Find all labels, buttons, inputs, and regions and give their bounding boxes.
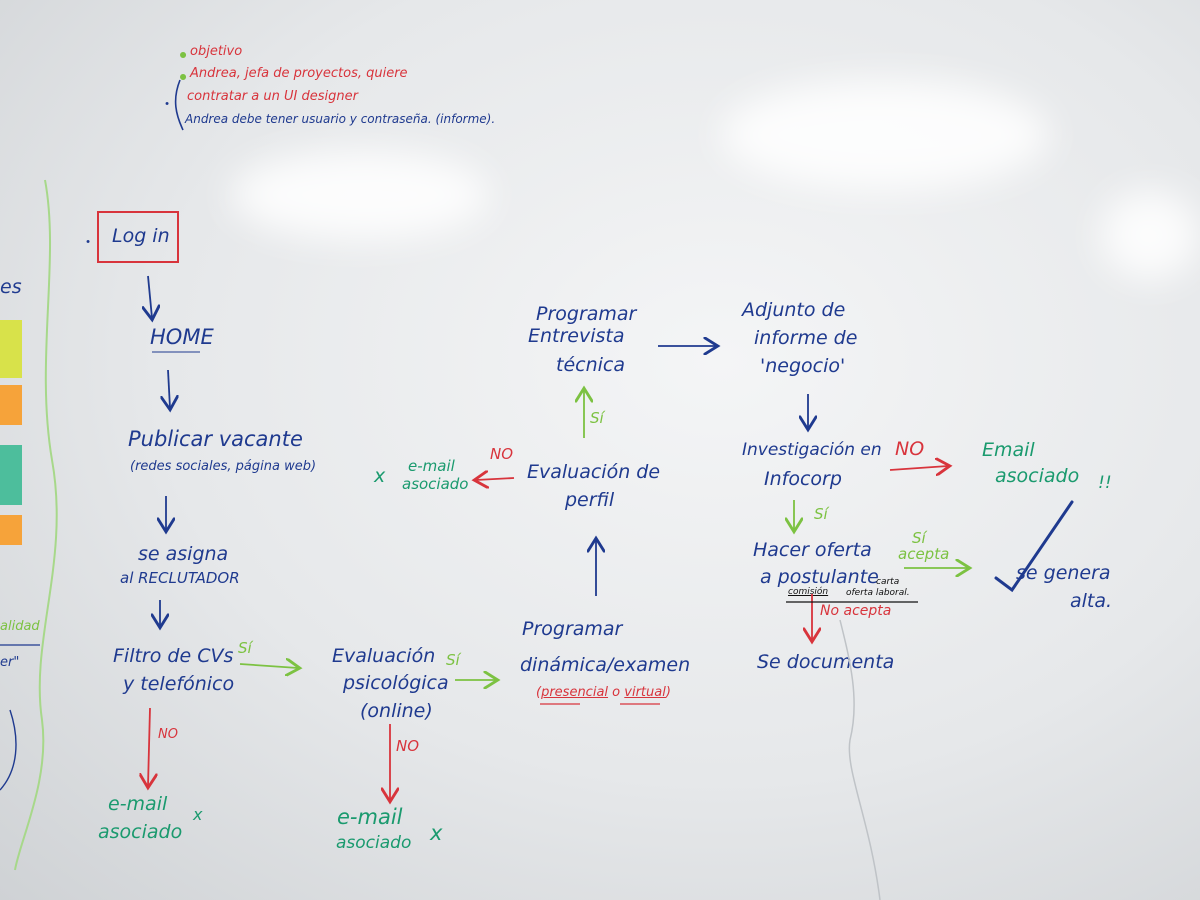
entrevista-node: técnica [556, 354, 625, 376]
email-node: asociado [995, 465, 1080, 487]
adjunto-node: informe de [754, 327, 858, 349]
label-acepta: acepta [898, 545, 950, 563]
email-outcome: asociado [98, 821, 183, 843]
modality-or: o [612, 685, 621, 700]
margin-fragment: es [0, 276, 22, 298]
filtro-node: y telefónico [123, 673, 235, 695]
arrow-investigacion-email [889, 466, 948, 470]
filtro-node: Filtro de CVs [113, 645, 234, 667]
arrow-home-publicar [168, 369, 170, 408]
label-no: NO [158, 727, 178, 742]
glare-spot [230, 150, 490, 240]
label-no: NO [490, 445, 514, 463]
arrow-filtro-email [148, 707, 150, 786]
label-si: Sí [814, 505, 828, 523]
publicar-subtitle: (redes sociales, página web) [130, 459, 317, 474]
psico-node: Evaluación [332, 645, 436, 667]
investigacion-node: Infocorp [764, 468, 842, 490]
margin-fragment: alidad [0, 619, 40, 634]
modality-presencial: presencial [541, 685, 609, 700]
adjunto-node: 'negocio' [760, 355, 846, 377]
label-si: Sí [590, 409, 604, 427]
genera-node: alta. [1070, 590, 1113, 612]
home-node: HOME [150, 325, 214, 349]
asigna-node: al RECLUTADOR [120, 569, 240, 587]
dinamica-node: dinámica/examen [520, 654, 691, 676]
login-node: Log in [112, 225, 170, 247]
arrow-perfil-email [476, 478, 515, 480]
oferta-note: oferta laboral. [846, 588, 910, 598]
label-no: NO [396, 737, 420, 755]
dinamica-modality: (presencial o virtual) [536, 685, 671, 700]
genera-node: se genera [1016, 562, 1111, 584]
email-outcome: e-mail [108, 793, 168, 815]
glare-spot [1100, 190, 1200, 280]
bullet-objetivo: objetivo [190, 44, 243, 59]
margin-line [0, 709, 17, 791]
login-box [97, 211, 179, 263]
oferta-note: comisión [788, 587, 829, 597]
asigna-node: se asigna [138, 543, 229, 565]
dinamica-node: Programar [522, 618, 623, 640]
sticky-note-orange [0, 385, 22, 425]
oferta-node: Hacer oferta [753, 539, 872, 561]
sticky-note-teal [0, 445, 22, 505]
perfil-node: Evaluación de [527, 461, 661, 483]
note-line: Andrea, jefa de proyectos, quiere [190, 66, 408, 81]
modality-virtual: virtual [624, 685, 666, 700]
arrow-filtro-psico [239, 664, 298, 668]
adjunto-node: Adjunto de [742, 299, 846, 321]
glare-spot [720, 80, 1050, 190]
email-outcome: e-mail [408, 457, 455, 475]
entrevista-node: Programar [536, 303, 637, 325]
bullet-dot [165, 102, 169, 105]
perfil-node: perfil [565, 489, 615, 511]
arrow-login-home [148, 275, 152, 318]
psico-node: psicológica [343, 672, 449, 694]
bullet-dot [180, 52, 187, 58]
sticky-note-orange [0, 515, 22, 545]
oferta-node: a postulante [760, 566, 879, 588]
bullet-dot [180, 74, 187, 80]
documenta-node: Se documenta [757, 651, 895, 673]
note-line: Andrea debe tener usuario y contraseña. … [185, 112, 496, 126]
email-outcome: asociado [336, 833, 412, 853]
email-node: Email [982, 439, 1035, 461]
label-si: Sí [912, 529, 926, 547]
label-si: Sí [238, 639, 252, 657]
reject-x-icon: x [193, 805, 203, 824]
sticky-note-yellow [0, 320, 22, 378]
reject-x-icon: x [374, 465, 386, 487]
reject-x-icon: x [430, 821, 443, 845]
label-no: NO [895, 438, 925, 460]
margin-fragment: er" [0, 655, 20, 670]
bracket-line [174, 79, 184, 131]
psico-node: (online) [360, 700, 433, 722]
publicar-node: Publicar vacante [128, 427, 303, 451]
email-exclamation: !! [1098, 473, 1112, 493]
investigacion-node: Investigación en [742, 440, 882, 460]
email-outcome: asociado [402, 475, 469, 493]
email-outcome: e-mail [337, 805, 403, 829]
note-line: contratar a un UI designer [187, 89, 358, 104]
label-si: Sí [446, 651, 460, 669]
entrevista-node: Entrevista [528, 325, 625, 347]
label-no-acepta: No acepta [820, 603, 892, 619]
bullet-dot [86, 240, 90, 243]
oferta-note: carta [876, 577, 900, 587]
